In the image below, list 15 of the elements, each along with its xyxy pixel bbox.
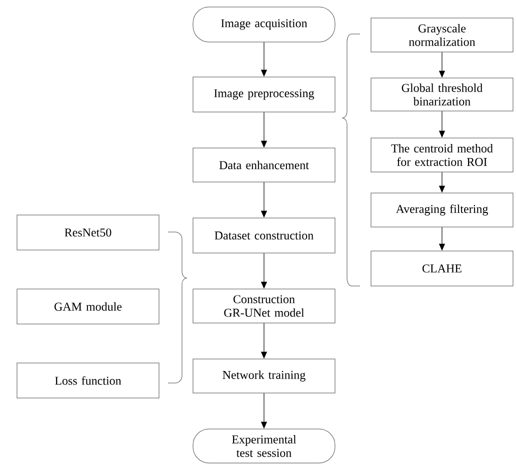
process-box: Averaging filtering	[370, 192, 514, 228]
process-box: Loss function	[16, 362, 160, 398]
terminal-box: Experimental test session	[192, 428, 336, 464]
process-box: ResNet50	[16, 214, 160, 250]
process-box: Grayscale normalization	[370, 18, 514, 52]
process-box: Network training	[192, 358, 336, 394]
process-box: Image preprocessing	[192, 76, 336, 112]
process-box: Construction GR-UNet model	[192, 288, 336, 324]
process-box: Dataset construction	[192, 218, 336, 254]
process-box: The centroid method for extraction ROI	[370, 138, 514, 172]
process-box: GAM module	[16, 288, 160, 324]
terminal-box: Image acquisition	[192, 6, 336, 42]
process-box: CLAHE	[370, 250, 514, 286]
process-box: Data enhancement	[192, 148, 336, 182]
process-box: Global threshold binarization	[370, 78, 514, 112]
